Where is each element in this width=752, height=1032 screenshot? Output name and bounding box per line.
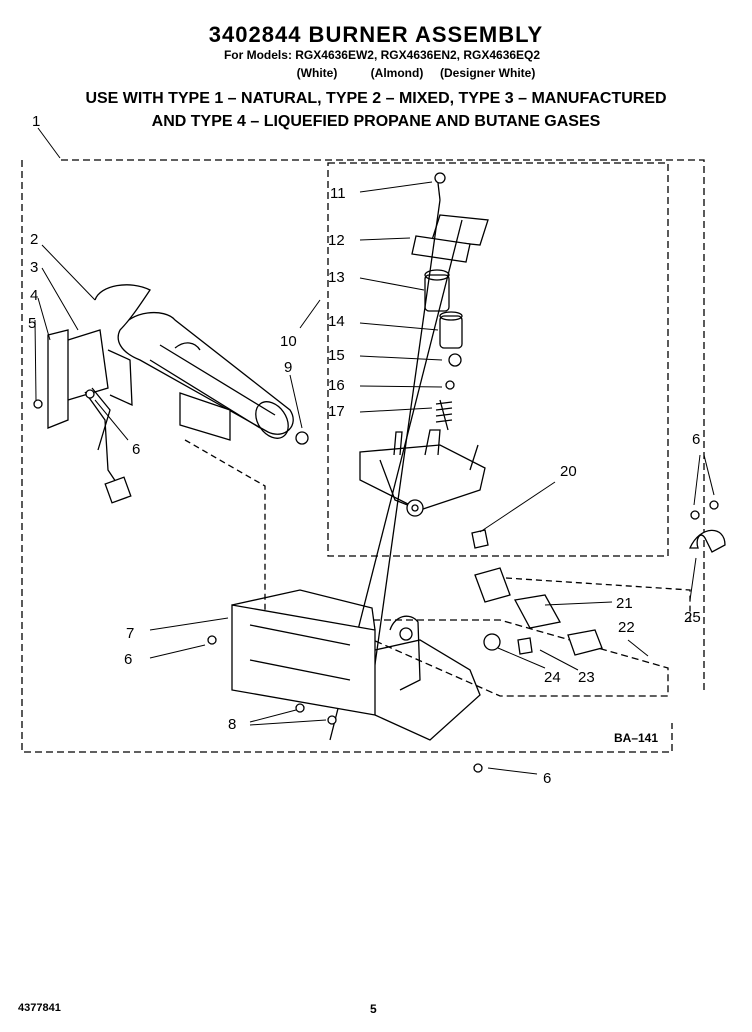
callout-6: 6 bbox=[692, 431, 700, 448]
coil-stack bbox=[411, 172, 489, 431]
callout-15: 15 bbox=[328, 347, 345, 364]
gas-types-line-2: AND TYPE 4 – LIQUEFIED PROPANE AND BUTAN… bbox=[151, 113, 601, 130]
sensor-bracket bbox=[179, 392, 231, 441]
callout-17: 17 bbox=[328, 403, 345, 420]
mounting-bracket bbox=[231, 589, 481, 741]
pipe-clamp bbox=[689, 529, 726, 553]
document-number: 4377841 bbox=[18, 1002, 61, 1014]
callout-3: 3 bbox=[30, 259, 38, 276]
pipe-nipple bbox=[474, 567, 511, 603]
gas-types-line-1: USE WITH TYPE 1 – NATURAL, TYPE 2 – MIXE… bbox=[85, 90, 667, 107]
callout-7: 7 bbox=[126, 625, 134, 642]
callout-20: 20 bbox=[560, 463, 577, 480]
valve-assembly-boundary bbox=[327, 162, 669, 557]
callout-10: 10 bbox=[280, 333, 297, 350]
igniter-bracket bbox=[47, 329, 133, 504]
callout-21: 21 bbox=[616, 595, 633, 612]
callout-leaders bbox=[34, 127, 715, 775]
callout-12: 12 bbox=[328, 232, 345, 249]
callout-1: 1 bbox=[32, 113, 40, 130]
diagram-code: BA–141 bbox=[614, 731, 658, 745]
callout-9: 9 bbox=[284, 359, 292, 376]
callout-11: 11 bbox=[330, 185, 346, 202]
callout-23: 23 bbox=[578, 669, 595, 686]
flare-nut bbox=[483, 633, 501, 651]
callout-24: 24 bbox=[544, 669, 561, 686]
orifice bbox=[517, 637, 533, 655]
callout-25: 25 bbox=[684, 609, 701, 626]
union-fitting bbox=[513, 594, 562, 629]
callout-16: 16 bbox=[328, 377, 345, 394]
callout-8: 8 bbox=[228, 716, 236, 733]
models-line: For Models: RGX4636EW2, RGX4636EN2, RGX4… bbox=[223, 48, 541, 62]
burner-tube bbox=[94, 284, 294, 439]
assembly-boundary bbox=[21, 159, 705, 753]
callout-13: 13 bbox=[328, 269, 345, 286]
callout-6: 6 bbox=[543, 770, 551, 787]
gas-valve bbox=[359, 429, 486, 517]
elbow-fitting bbox=[567, 629, 603, 656]
valve-fitting bbox=[471, 529, 489, 549]
callout-4: 4 bbox=[30, 287, 38, 304]
callout-5: 5 bbox=[28, 315, 36, 332]
callout-6: 6 bbox=[132, 441, 140, 458]
callout-6: 6 bbox=[124, 651, 132, 668]
callout-14: 14 bbox=[328, 313, 345, 330]
callout-22: 22 bbox=[618, 619, 635, 636]
page-number: 5 bbox=[370, 1002, 377, 1016]
screws bbox=[33, 389, 719, 773]
colors-line: (White) (Almond) (Designer White) bbox=[296, 66, 536, 80]
page-title: 3402844 BURNER ASSEMBLY bbox=[208, 22, 544, 47]
callout-2: 2 bbox=[30, 231, 38, 248]
fitting-boundary bbox=[372, 619, 669, 697]
hex-nut-9 bbox=[295, 431, 309, 445]
